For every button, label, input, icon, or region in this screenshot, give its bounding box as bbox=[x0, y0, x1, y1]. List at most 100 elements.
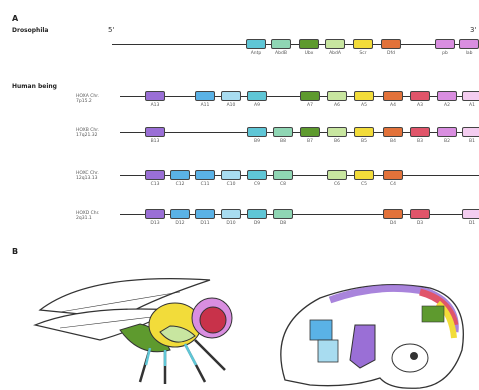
hox-gene-c10-label: C10 bbox=[221, 182, 241, 187]
hox-gene-b7-label: B7 bbox=[300, 139, 320, 144]
hox-gene-d3-label: D3 bbox=[410, 221, 430, 226]
drosophila-gene-pb-box bbox=[435, 39, 455, 49]
drosophila-gene-ubx-box bbox=[299, 39, 319, 49]
five-prime-label: 5' bbox=[108, 26, 114, 34]
hox-gene-a5-box bbox=[354, 91, 374, 101]
hox-gene-d3-box bbox=[410, 209, 430, 219]
hox-gene-d10-box bbox=[221, 209, 241, 219]
hox-gene-a6-box bbox=[327, 91, 347, 101]
hox-gene-a7-label: A7 bbox=[300, 103, 320, 108]
drosophila-gene-antp-label: Antp bbox=[246, 51, 266, 56]
human-title: Human being bbox=[12, 83, 57, 90]
hox-gene-a3-box bbox=[410, 91, 430, 101]
panel-b-label: B bbox=[12, 247, 18, 256]
drosophila-gene-pb-label: pb bbox=[435, 51, 455, 56]
hox-gene-a1-label: A1 bbox=[462, 103, 479, 108]
hox-gene-d9-box bbox=[247, 209, 267, 219]
hox-gene-a11-box bbox=[195, 91, 215, 101]
drosophila-gene-dfd-box bbox=[381, 39, 401, 49]
hox-gene-b6-label: B6 bbox=[327, 139, 347, 144]
fruit-fly-illustration bbox=[35, 279, 232, 384]
hox-gene-d11-label: D11 bbox=[195, 221, 215, 226]
hox-gene-c9-box bbox=[247, 170, 267, 180]
hox-gene-c13-box bbox=[145, 170, 165, 180]
hox-gene-c13-label: C13 bbox=[145, 182, 165, 187]
drosophila-gene-abda-label: AbdA bbox=[325, 51, 345, 56]
hox-gene-c4-box bbox=[383, 170, 403, 180]
hox-gene-c8-label: C8 bbox=[273, 182, 293, 187]
hox-gene-b6-box bbox=[327, 127, 347, 137]
hox-gene-d10-label: D10 bbox=[221, 221, 241, 226]
hox-gene-a11-label: A11 bbox=[195, 103, 215, 108]
hoxa-cluster-label: HOXA Chr. 7p15.2 bbox=[76, 94, 112, 104]
hox-gene-a9-box bbox=[247, 91, 267, 101]
hox-gene-b13-box bbox=[145, 127, 165, 137]
hox-gene-b2-box bbox=[437, 127, 457, 137]
hox-gene-a13-label: A13 bbox=[145, 103, 165, 108]
hox-gene-b5-box bbox=[354, 127, 374, 137]
hox-gene-d1-box bbox=[462, 209, 479, 219]
hox-gene-b1-label: B1 bbox=[462, 139, 479, 144]
drosophila-title: Drosophila bbox=[12, 27, 48, 34]
hox-gene-c6-box bbox=[327, 170, 347, 180]
drosophila-gene-scr-label: Scr bbox=[353, 51, 373, 56]
hox-gene-a9-label: A9 bbox=[247, 103, 267, 108]
hox-gene-d13-box bbox=[145, 209, 165, 219]
drosophila-gene-abdb-box bbox=[271, 39, 291, 49]
three-prime-label: 3' bbox=[470, 26, 476, 34]
hox-gene-b9-box bbox=[247, 127, 267, 137]
hoxb-cluster-label: HOXB Chr. 17q21.32 bbox=[76, 128, 112, 138]
hox-gene-b1-box bbox=[462, 127, 479, 137]
hox-gene-c12-label: C12 bbox=[170, 182, 190, 187]
hox-gene-d9-label: D9 bbox=[247, 221, 267, 226]
hox-gene-b4-box bbox=[383, 127, 403, 137]
drosophila-gene-antp-box bbox=[246, 39, 266, 49]
drosophila-gene-ubx-label: Ubx bbox=[299, 51, 319, 56]
hox-gene-b8-label: B8 bbox=[273, 139, 293, 144]
drosophila-chromosome-line bbox=[112, 44, 479, 45]
hox-gene-c6-label: C6 bbox=[327, 182, 347, 187]
hox-gene-a10-box bbox=[221, 91, 241, 101]
mouse-embryo-illustration bbox=[281, 285, 464, 389]
hox-gene-b4-label: B4 bbox=[383, 139, 403, 144]
hox-gene-c12-box bbox=[170, 170, 190, 180]
hox-gene-d13-label: D13 bbox=[145, 221, 165, 226]
hox-gene-a4-label: A4 bbox=[383, 103, 403, 108]
illustrations bbox=[0, 270, 479, 390]
hox-gene-c5-box bbox=[354, 170, 374, 180]
hox-gene-a3-label: A3 bbox=[410, 103, 430, 108]
hox-gene-b2-label: B2 bbox=[437, 139, 457, 144]
hox-gene-a7-box bbox=[300, 91, 320, 101]
hox-gene-d1-label: D1 bbox=[462, 221, 479, 226]
hox-gene-c4-label: C4 bbox=[383, 182, 403, 187]
hox-gene-d4-label: D4 bbox=[383, 221, 403, 226]
drosophila-gene-scr-box bbox=[353, 39, 373, 49]
hox-gene-c11-box bbox=[195, 170, 215, 180]
hox-gene-a1-box bbox=[462, 91, 479, 101]
hox-gene-b3-label: B3 bbox=[410, 139, 430, 144]
hox-gene-d8-label: D8 bbox=[273, 221, 293, 226]
drosophila-gene-lab-box bbox=[459, 39, 479, 49]
hox-gene-a4-box bbox=[383, 91, 403, 101]
hox-gene-a6-label: A6 bbox=[327, 103, 347, 108]
hox-gene-d11-box bbox=[195, 209, 215, 219]
hox-gene-c8-box bbox=[273, 170, 293, 180]
hox-gene-b8-box bbox=[273, 127, 293, 137]
hox-gene-a5-label: A5 bbox=[354, 103, 374, 108]
drosophila-gene-abda-box bbox=[325, 39, 345, 49]
hox-gene-c5-label: C5 bbox=[354, 182, 374, 187]
hox-gene-b9-label: B9 bbox=[247, 139, 267, 144]
hox-gene-d12-label: D12 bbox=[170, 221, 190, 226]
hox-gene-a10-label: A10 bbox=[221, 103, 241, 108]
hox-gene-a2-label: A2 bbox=[437, 103, 457, 108]
drosophila-gene-lab-label: lab bbox=[459, 51, 479, 56]
hox-gene-b5-label: B5 bbox=[354, 139, 374, 144]
hox-gene-b7-box bbox=[300, 127, 320, 137]
drosophila-gene-dfd-label: Dfd bbox=[381, 51, 401, 56]
panel-a-label: A bbox=[12, 14, 18, 23]
hox-gene-a13-box bbox=[145, 91, 165, 101]
drosophila-gene-abdb-label: AbdB bbox=[271, 51, 291, 56]
hox-gene-c11-label: C11 bbox=[195, 182, 215, 187]
hox-gene-d8-box bbox=[273, 209, 293, 219]
